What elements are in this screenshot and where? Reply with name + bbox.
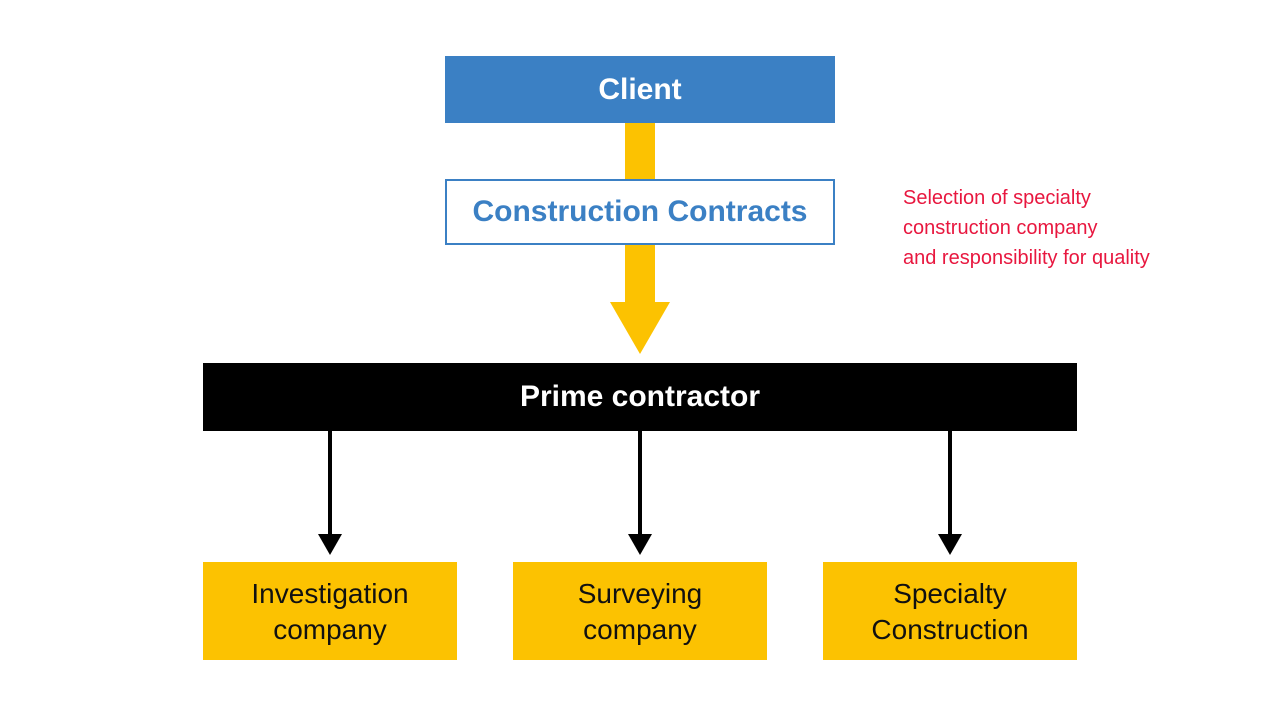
investigation-company-label-line2: company bbox=[273, 614, 387, 645]
note-line: Selection of specialty bbox=[903, 187, 1091, 209]
specialty-construction-label-line1: Specialty bbox=[893, 578, 1007, 609]
client-label: Client bbox=[598, 72, 682, 106]
investigation-company-label-line1: Investigation bbox=[251, 578, 409, 609]
specialty-construction-label-line2: Construction bbox=[871, 614, 1029, 645]
specialty-construction-box: Specialty Construction bbox=[823, 562, 1077, 660]
note-line: and responsibility for quality bbox=[903, 247, 1150, 269]
prime-contractor-box: Prime contractor bbox=[203, 363, 1077, 431]
note-line: construction company bbox=[903, 217, 1098, 239]
main-arrow-shaft-upper bbox=[625, 123, 655, 179]
main-arrow-shaft-lower bbox=[625, 245, 655, 302]
construction-contracts-label: Construction Contracts bbox=[472, 195, 808, 228]
main-arrow-head bbox=[610, 302, 670, 354]
investigation-company-box: Investigation company bbox=[203, 562, 457, 660]
branch-arrow-surveying bbox=[628, 431, 652, 555]
selection-note: Selection of specialty construction comp… bbox=[903, 183, 1243, 273]
surveying-company-label-line2: company bbox=[583, 614, 697, 645]
branch-arrow-specialty bbox=[938, 431, 962, 555]
surveying-company-box: Surveying company bbox=[513, 562, 767, 660]
surveying-company-label-line1: Surveying bbox=[577, 578, 703, 609]
prime-contractor-label: Prime contractor bbox=[519, 380, 761, 413]
client-box: Client bbox=[445, 56, 835, 123]
branch-arrow-investigation bbox=[318, 431, 342, 555]
construction-contracts-box: Construction Contracts bbox=[445, 179, 835, 245]
